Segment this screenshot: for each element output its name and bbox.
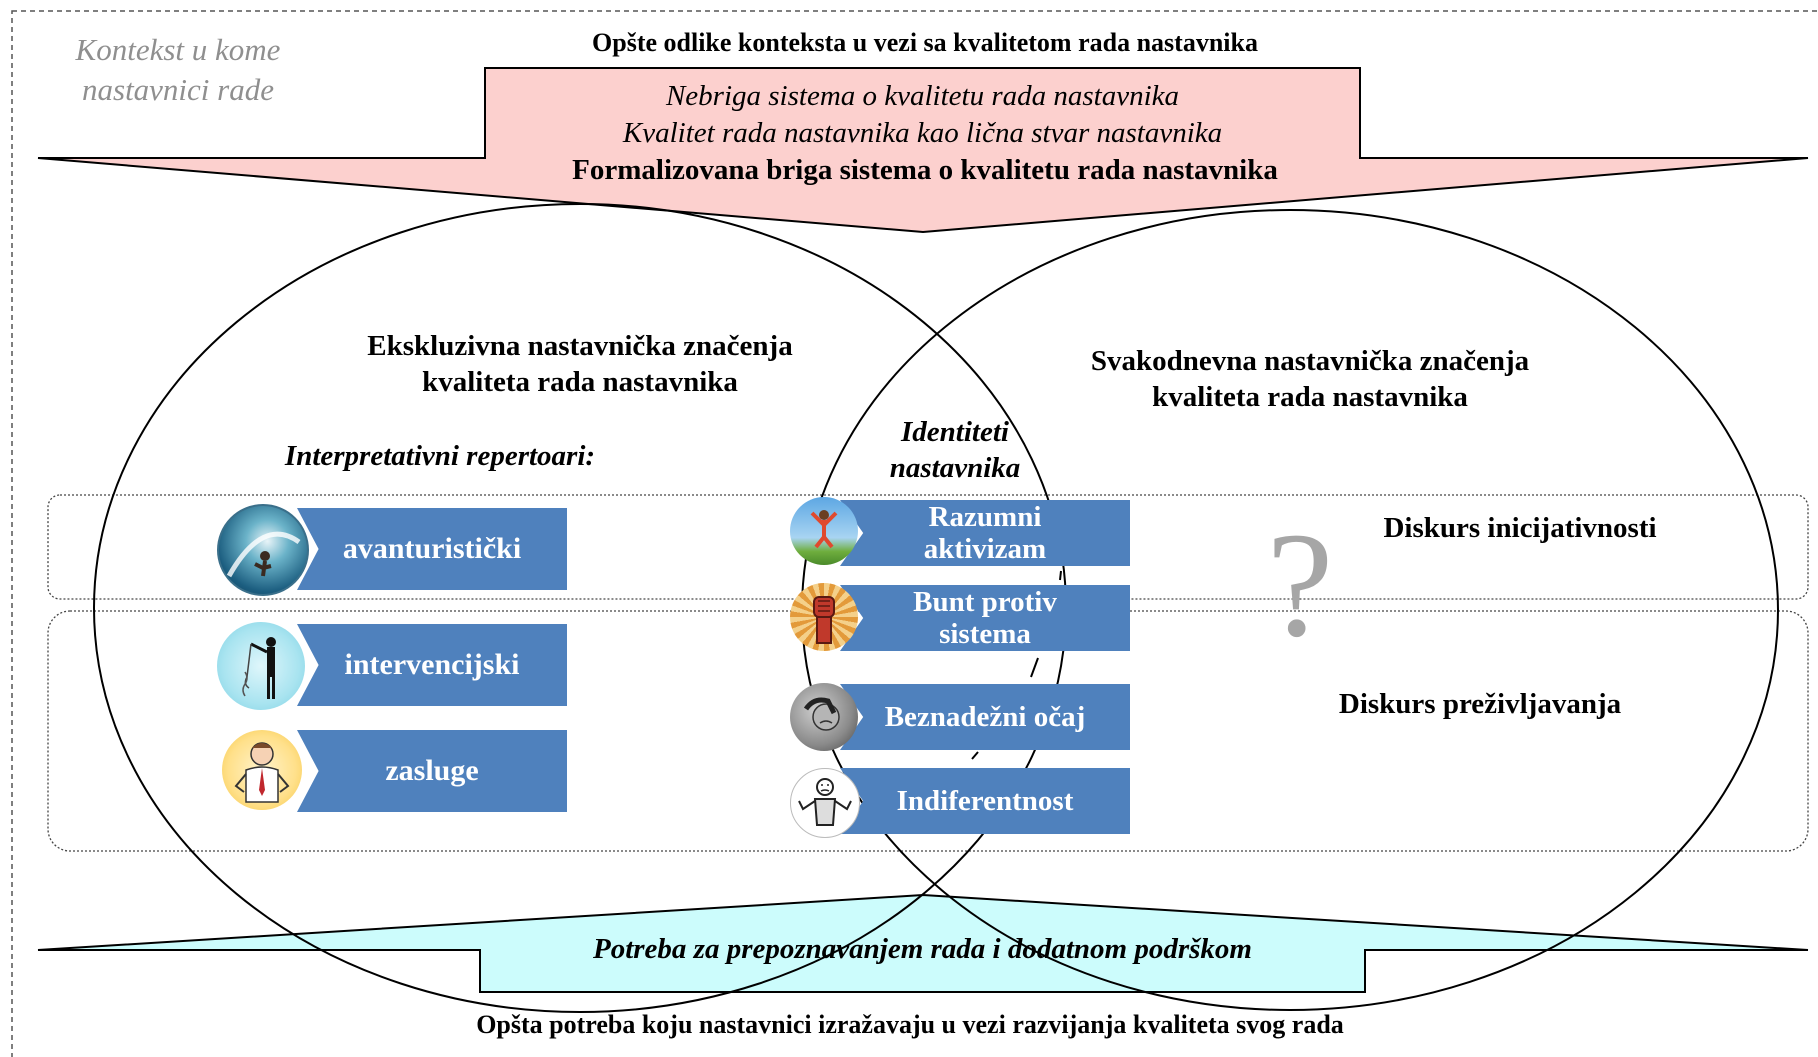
identity-box: Beznadežni očaj [840, 684, 1130, 750]
discourse-survival: Diskurs preživljavanja [1338, 688, 1622, 720]
businessman-icon [222, 730, 302, 810]
raised-fist-icon [790, 583, 858, 651]
discourse-initiative: Diskurs inicijativnosti [1383, 512, 1657, 544]
bottom-caption: Opšta potreba koju nastavnici izražavaju… [476, 1010, 1344, 1039]
connector [971, 751, 979, 760]
repertoire-box: zasluge [297, 730, 567, 812]
question-mark: ? [1266, 502, 1334, 668]
repertoires-label: Interpretativni repertoari: [284, 440, 596, 472]
left-ellipse-title: Ekskluzivna nastavnička značenja kvalite… [367, 330, 793, 398]
top-line3: Formalizovana briga sistema o kvalitetu … [572, 154, 1278, 186]
surfer-icon [217, 504, 309, 596]
top-line2: Kvalitet rada nastavnika kao lična stvar… [622, 117, 1223, 149]
context-label: Kontekst u kome nastavnici rade [75, 32, 281, 107]
top-heading: Opšte odlike konteksta u vezi sa kvalite… [592, 28, 1258, 57]
bottom-arrow [37, 893, 1809, 993]
repertoire-box: intervencijski [297, 624, 567, 706]
bottom-need: Potreba za prepoznavanjem rada i dodatno… [593, 933, 1252, 965]
connector [1059, 570, 1062, 581]
repertoire-box: avanturistički [297, 508, 567, 590]
top-arrow [37, 67, 1809, 234]
top-line1: Nebriga sistema o kvalitetu rada nastavn… [665, 80, 1180, 112]
connector [1030, 657, 1039, 678]
shrugging-man-icon [790, 768, 860, 838]
despair-person-icon [790, 683, 858, 751]
context-frame [11, 10, 1818, 1057]
fishing-man-icon [217, 622, 305, 710]
identity-box: Indiferentnost [840, 768, 1130, 834]
right-ellipse-title: Svakodnevna nastavnička značenja kvalite… [1090, 345, 1530, 413]
identities-label: Identiteti nastavnika [889, 416, 1021, 484]
jumping-person-icon [790, 497, 858, 565]
